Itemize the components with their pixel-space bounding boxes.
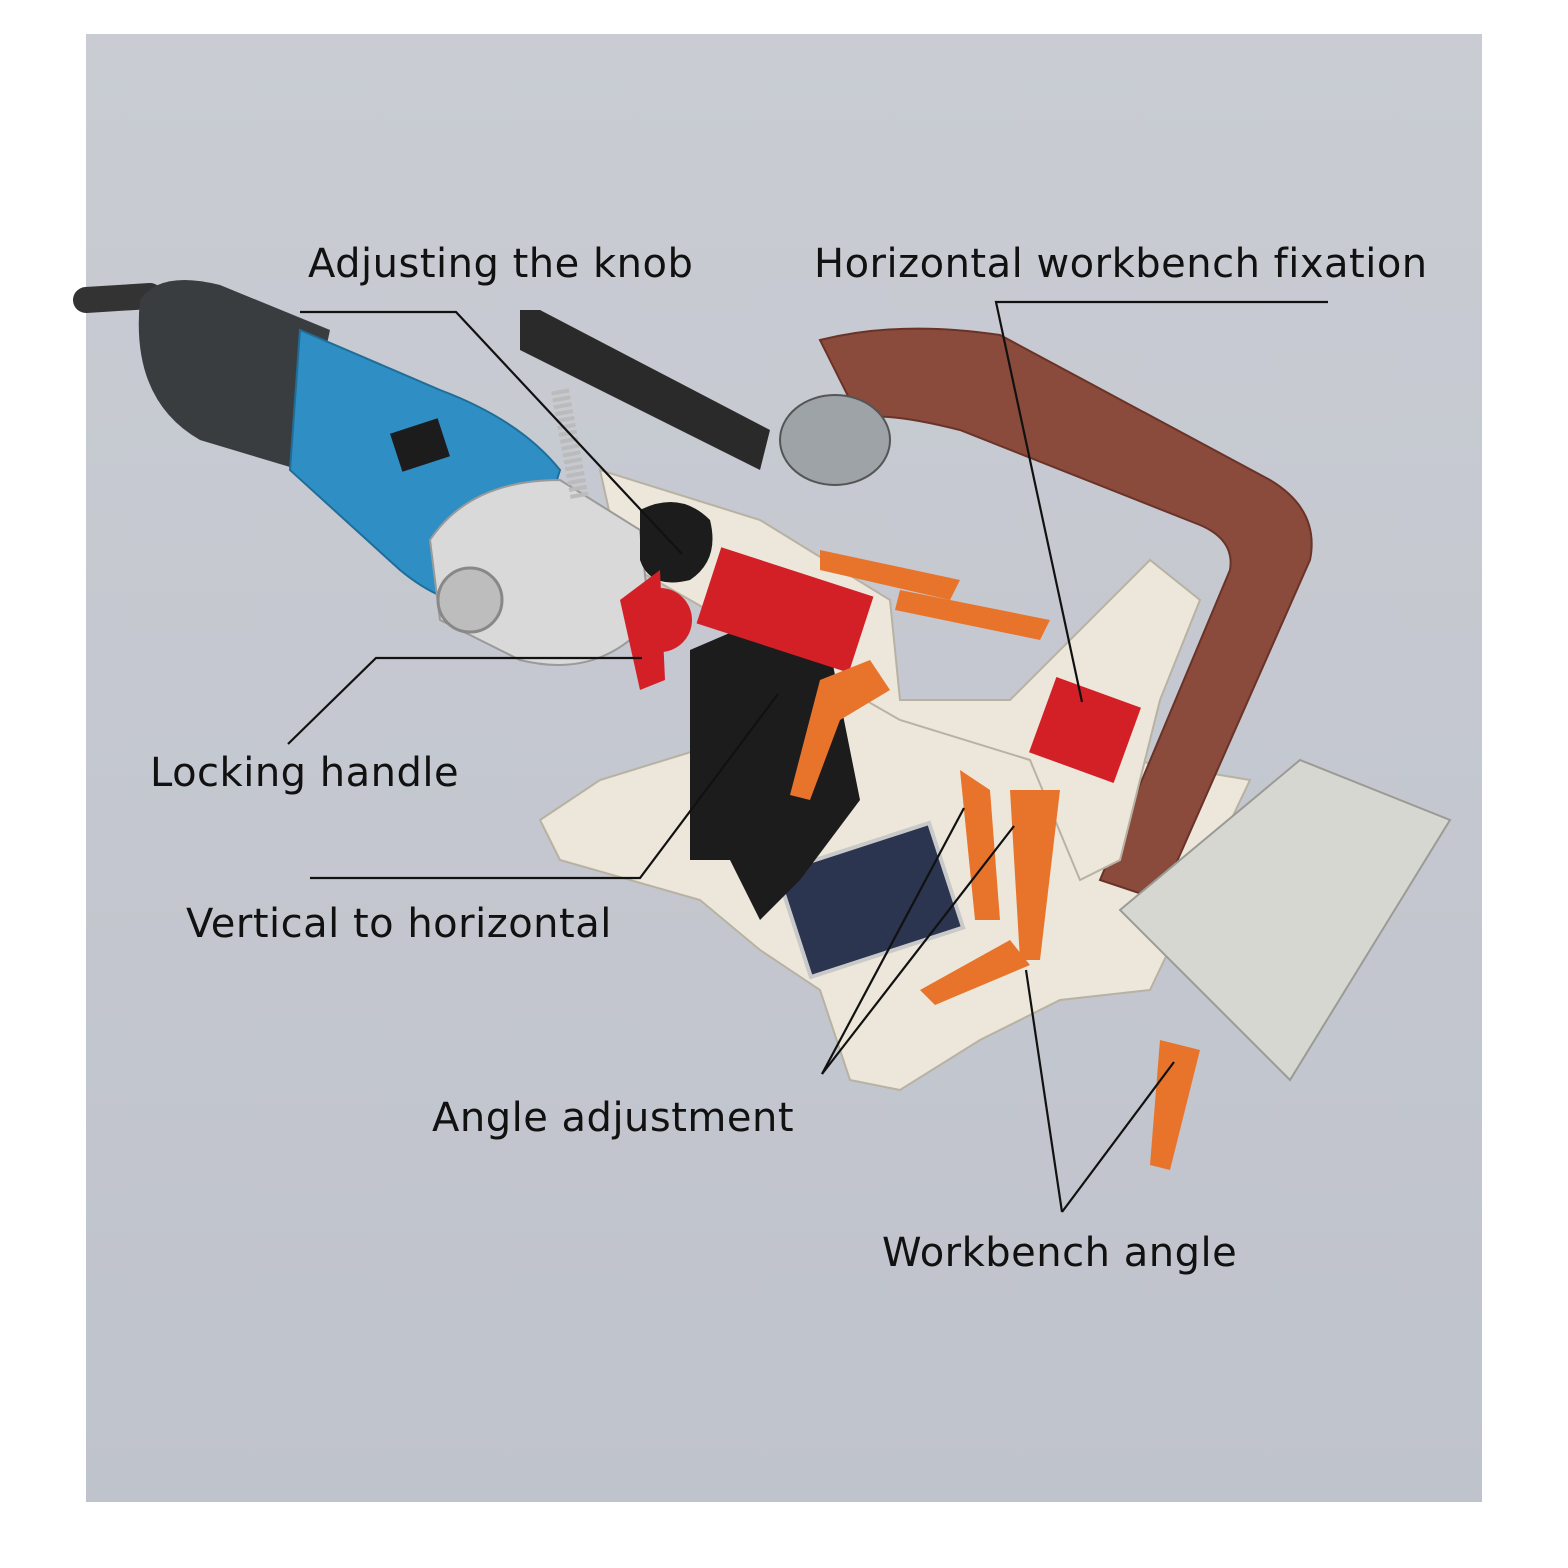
mounting-plate [520, 310, 770, 470]
leader-lines [287, 300, 1328, 1213]
orange-handle [960, 770, 1000, 920]
red-bracket [696, 547, 874, 673]
orange-handle [820, 550, 960, 600]
sanding-belt [818, 327, 1313, 902]
orange-handle [895, 590, 1050, 640]
label-angle-adjustment: Angle adjustment [432, 1095, 795, 1141]
leader-bench-2 [1061, 1061, 1175, 1213]
work-table [1118, 758, 1452, 1082]
label-vertical-to-horizontal: Vertical to horizontal [186, 901, 612, 947]
red-handle [620, 570, 665, 690]
leader-angle-2 [821, 825, 1015, 1075]
leader-vertical [310, 693, 779, 880]
grinder-cable [73, 283, 163, 313]
leader-bench-1 [1024, 969, 1064, 1213]
grinder-switch [390, 418, 450, 472]
leader-fixation [994, 300, 1328, 703]
label-adjusting-knob: Adjusting the knob [308, 241, 694, 287]
grinder-tail [138, 280, 330, 470]
leader-knob [300, 310, 683, 555]
leader-angle-1 [821, 807, 965, 1075]
grinder-vent [436, 566, 504, 634]
orange-handle [920, 940, 1030, 1005]
label-locking-handle: Locking handle [150, 750, 460, 796]
spring [551, 388, 589, 502]
orange-handle [790, 660, 890, 800]
leader-locking [287, 656, 642, 745]
orange-handle [1010, 790, 1060, 960]
orange-handle [1150, 1040, 1200, 1170]
top-roller [779, 394, 891, 486]
red-fixation-block [1029, 677, 1141, 783]
label-workbench-angle: Workbench angle [882, 1230, 1238, 1276]
label-horizontal-fixation: Horizontal workbench fixation [814, 241, 1428, 287]
black-adjusting-knob [640, 502, 713, 583]
